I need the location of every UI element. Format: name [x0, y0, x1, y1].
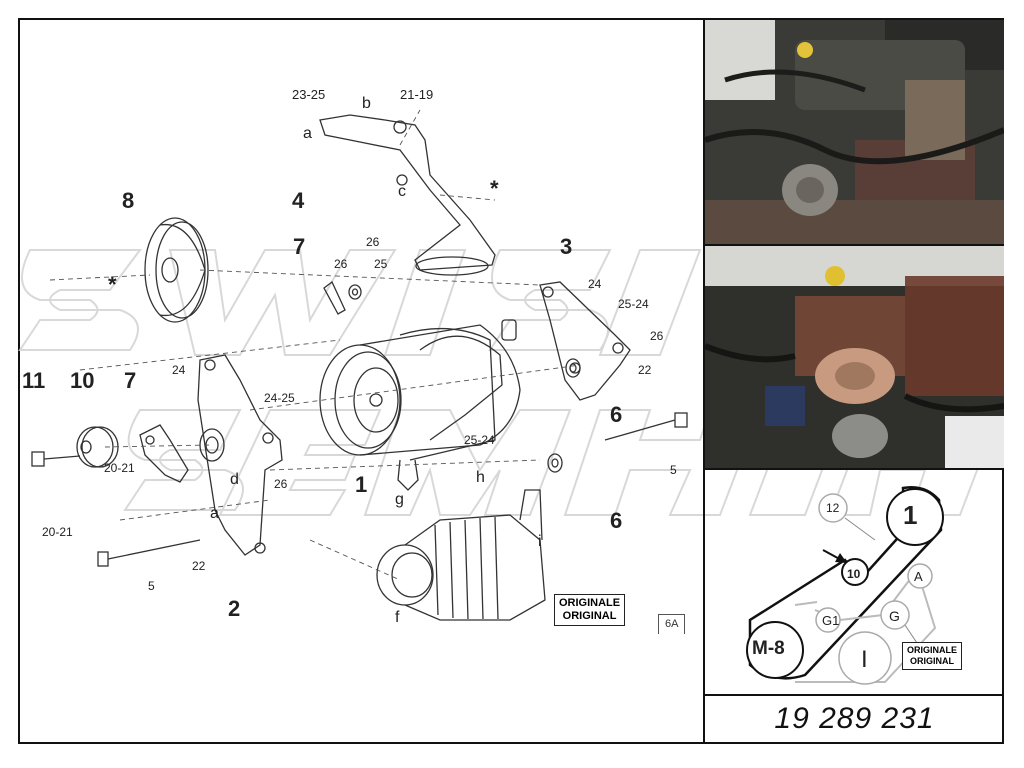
callout-6-lower: 6 [610, 508, 623, 533]
belt-label-m8: M-8 [752, 638, 785, 659]
callout-22-a: 22 [638, 363, 652, 377]
belt-routing-diagram [746, 486, 944, 685]
callout-24-25: 24-25 [264, 391, 295, 405]
callout-24-a: 24 [588, 277, 602, 291]
divider-vertical [703, 18, 705, 744]
callout-asterisk-right: * [490, 176, 499, 201]
callout-b: b [362, 95, 371, 112]
callout-4: 4 [292, 188, 305, 213]
engine-photo-top [705, 20, 1004, 244]
callout-20-21-a: 20-21 [104, 461, 135, 475]
callout-i: i [538, 533, 542, 550]
callout-3: 3 [560, 234, 573, 259]
belt-label-g1: G1 [822, 613, 840, 628]
belt-label-1: 1 [903, 500, 918, 530]
exploded-parts-drawing [31, 109, 688, 621]
belt-node-10 [841, 558, 869, 586]
callout-a-top: a [303, 125, 312, 142]
originale-label-diagram: ORIGINALE ORIGINAL [554, 594, 626, 626]
callout-d: d [230, 471, 239, 488]
callout-7-top: 7 [293, 234, 306, 259]
callout-c: c [398, 183, 406, 200]
divider-belt [705, 468, 1004, 470]
callout-26-d: 26 [274, 477, 288, 491]
page-tag: 6A [658, 614, 686, 634]
callout-26-b: 26 [334, 257, 348, 271]
belt-node-g [880, 600, 910, 630]
callout-5-left: 5 [148, 579, 155, 593]
callout-h: h [476, 469, 485, 486]
callout-a-bottom: a [210, 505, 219, 522]
callout-26-a: 26 [366, 235, 380, 249]
belt-node-i [838, 631, 892, 685]
belt-node-m8 [746, 621, 804, 679]
divider-photo [705, 244, 1004, 246]
callout-asterisk-left: * [108, 272, 117, 297]
belt-label-i: I [861, 646, 868, 673]
callout-25-24-b: 25-24 [464, 433, 495, 447]
belt-node-a [907, 563, 933, 589]
callout-11: 11 [22, 368, 46, 393]
callout-21-19: 21-19 [400, 87, 434, 102]
callout-25-a: 25 [374, 257, 388, 271]
callout-23-25: 23-25 [292, 87, 326, 102]
belt-label-12: 12 [826, 501, 840, 515]
belt-node-12 [818, 493, 848, 523]
callout-g: g [395, 491, 404, 508]
belt-node-1 [886, 488, 944, 546]
callout-f: f [395, 609, 400, 626]
belt-label-a: A [914, 569, 923, 584]
callout-8: 8 [122, 188, 135, 213]
callout-26-c: 26 [650, 329, 664, 343]
callout-2: 2 [228, 596, 241, 621]
callout-25-24-a: 25-24 [618, 297, 649, 311]
callout-10: 10 [70, 368, 95, 393]
callout-20-21-b: 20-21 [42, 525, 73, 539]
callout-22-b: 22 [192, 559, 206, 573]
engine-photo-bottom [705, 246, 1004, 468]
callout-24-b: 24 [172, 363, 186, 377]
belt-node-g1 [815, 607, 841, 633]
callout-6-upper: 6 [610, 402, 623, 427]
callout-5-right: 5 [670, 463, 677, 477]
originale-label-belt: ORIGINALE ORIGINAL [902, 642, 963, 670]
callout-7-left: 7 [124, 368, 137, 393]
divider-code [705, 694, 1004, 696]
belt-label-g: G [889, 608, 900, 624]
callout-1: 1 [355, 472, 368, 497]
belt-label-10: 10 [847, 567, 861, 581]
part-number: 19 289 231 [774, 702, 935, 735]
